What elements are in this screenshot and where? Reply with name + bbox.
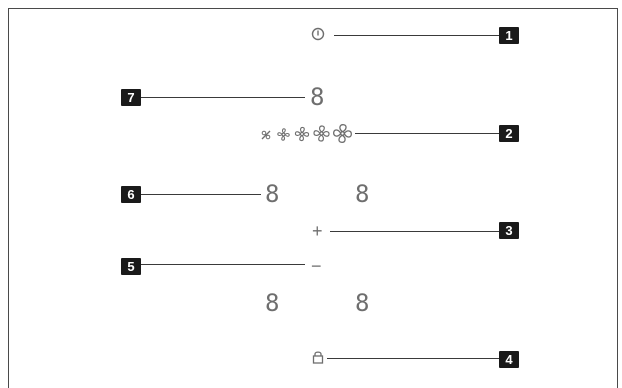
lock-icon: [312, 351, 324, 364]
fan-speed-2-icon: [294, 126, 310, 142]
plus-symbol: +: [312, 221, 323, 241]
leader-line-7: [141, 97, 305, 98]
control-panel-diagram: [8, 8, 618, 388]
zone-display-bottom-right: 8: [355, 289, 370, 317]
leader-line-1: [334, 35, 499, 36]
callout-badge-7: 7: [121, 89, 141, 106]
callout-badge-4: 4: [499, 351, 519, 368]
callout-badge-3: 3: [499, 222, 519, 239]
leader-line-4: [327, 358, 499, 359]
callout-badge-2: 2: [499, 125, 519, 142]
callout-badge-5: 5: [121, 258, 141, 275]
fan-level-display: 8: [310, 83, 325, 111]
zone-display-top-right: 8: [355, 180, 370, 208]
leader-line-2: [355, 133, 499, 134]
callout-badge-6: 6: [121, 186, 141, 203]
leader-line-5: [141, 264, 305, 265]
leader-line-6: [141, 194, 261, 195]
fan-speed-4-icon: [333, 124, 352, 143]
minus-symbol: −: [311, 256, 322, 276]
fan-speed-0-icon: [261, 130, 271, 140]
zone-display-top-left: 8: [265, 180, 280, 208]
fan-speed-1-icon: [277, 128, 290, 141]
fan-speed-3-icon: [313, 125, 330, 142]
power-icon: [311, 27, 325, 41]
callout-badge-1: 1: [499, 27, 519, 44]
leader-line-3: [330, 231, 499, 232]
zone-display-bottom-left: 8: [265, 289, 280, 317]
